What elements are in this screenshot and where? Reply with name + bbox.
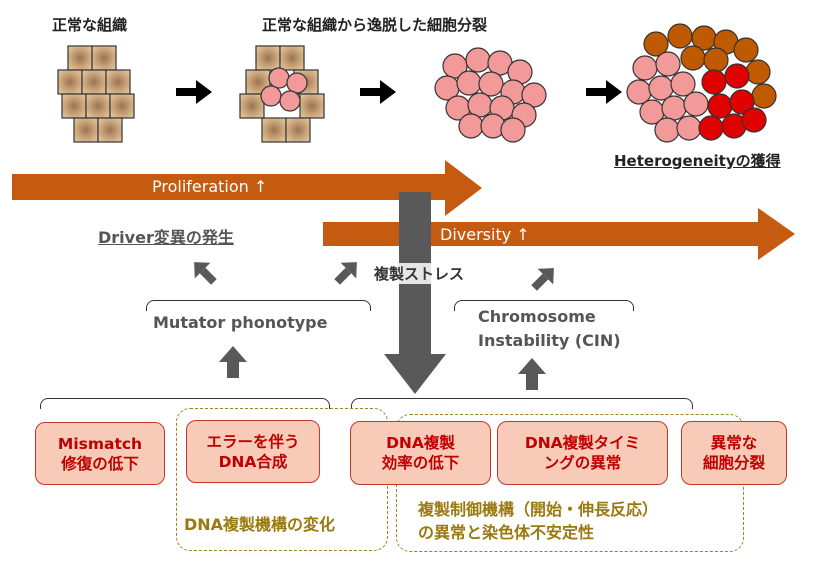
black-arrow-3 bbox=[586, 80, 622, 104]
cin-bracket bbox=[454, 300, 634, 311]
deviant-tissue-cells bbox=[239, 45, 325, 143]
bracket-right-causes bbox=[351, 398, 693, 409]
up-right-arrow-right bbox=[531, 268, 554, 291]
diversity-label: Diversity ↑ bbox=[440, 225, 530, 244]
stage-label-heterogeneity: Heterogeneityの獲得 bbox=[614, 152, 781, 170]
mutator-phenotype-label: Mutator phonotype bbox=[153, 313, 328, 332]
bracket-left-causes bbox=[40, 398, 330, 409]
replication-stress-arrow bbox=[384, 192, 446, 394]
cin-label-line1: Chromosome bbox=[478, 307, 596, 326]
stage-label-normal: 正常な組織 bbox=[52, 16, 128, 34]
cause-replication-timing: DNA複製タイミングの異常 bbox=[497, 421, 668, 485]
cause-line: DNA合成 bbox=[218, 452, 288, 471]
cause-line: DNA複製 bbox=[386, 434, 455, 452]
diversity-arrow bbox=[323, 208, 795, 260]
up-arrow-mutator bbox=[219, 346, 247, 378]
proliferation-arrow bbox=[12, 160, 482, 216]
cause-line: Mismatch bbox=[57, 434, 143, 453]
mutator-bracket bbox=[146, 300, 371, 311]
replication-control-line1: 複製制御機構（開始・伸長反応） bbox=[418, 500, 659, 519]
cause-line: 異常な bbox=[710, 434, 758, 452]
cause-line: 効率の低下 bbox=[381, 454, 460, 472]
replication-control-line2: の異常と染色体不安定性 bbox=[418, 523, 595, 542]
up-left-arrow bbox=[194, 262, 217, 285]
heterogeneous-cells bbox=[626, 23, 777, 143]
cause-replication-efficiency: DNA複製効率の低下 bbox=[350, 421, 491, 485]
black-arrow-1 bbox=[176, 80, 212, 104]
up-right-arrow-middle bbox=[334, 262, 357, 285]
cause-line: 細胞分裂 bbox=[702, 454, 765, 472]
driver-mutation-label: Driver変異の発生 bbox=[98, 228, 234, 247]
normal-tissue-cells bbox=[57, 45, 135, 143]
cause-line: 修復の低下 bbox=[61, 454, 139, 473]
proliferating-cells bbox=[434, 47, 547, 143]
cause-line: ングの異常 bbox=[543, 454, 622, 472]
cause-line: エラーを伴う bbox=[206, 432, 300, 451]
stage-label-deviant: 正常な組織から逸脱した細胞分裂 bbox=[262, 16, 488, 34]
cause-line: DNA複製タイミ bbox=[524, 434, 641, 452]
up-arrow-cin bbox=[518, 358, 546, 390]
cin-label-line2: Instability (CIN) bbox=[478, 331, 621, 350]
cause-abnormal-division: 異常な細胞分裂 bbox=[681, 421, 787, 485]
replication-stress-label: 複製ストレス bbox=[372, 263, 467, 284]
dna-machinery-label: DNA複製機構の変化 bbox=[184, 515, 336, 534]
proliferation-label: Proliferation ↑ bbox=[152, 177, 268, 196]
black-arrow-2 bbox=[360, 80, 396, 104]
